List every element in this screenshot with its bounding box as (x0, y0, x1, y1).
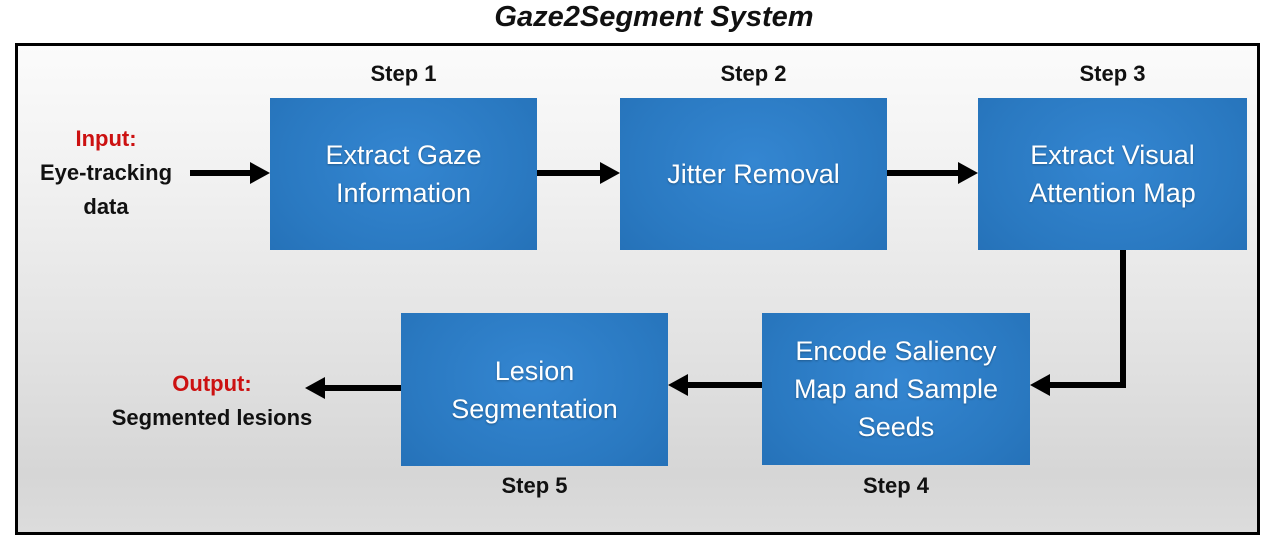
arrow-line (190, 170, 252, 176)
arrow-head-right-icon (600, 162, 620, 184)
step-2-label: Step 2 (720, 61, 787, 86)
step-1-box: Extract Gaze Information (270, 98, 537, 250)
step-3-box: Extract Visual Attention Map (978, 98, 1247, 250)
diagram-title: Gaze2Segment System (494, 1, 814, 33)
step-4-box: Encode Saliency Map and Sample Seeds (762, 313, 1030, 465)
arrow-line (537, 170, 601, 176)
arrow-line (1050, 382, 1126, 388)
output-heading: Output: (172, 371, 252, 396)
arrow-line (687, 382, 762, 388)
arrow-head-right-icon (958, 162, 978, 184)
arrow-head-left-icon (1030, 374, 1050, 396)
step-5-box: Lesion Segmentation (401, 313, 668, 466)
arrow-head-right-icon (250, 162, 270, 184)
step-5-label: Step 5 (501, 473, 568, 498)
arrow-head-left-icon (305, 377, 325, 399)
step-4-label: Step 4 (862, 473, 930, 498)
output-label: Output: Segmented lesions (88, 367, 336, 435)
input-label: Input: Eye-tracking data (20, 122, 192, 224)
input-text: Eye-tracking data (39, 160, 173, 219)
arrow-head-left-icon (668, 374, 688, 396)
arrow-vertical-line (1120, 250, 1126, 388)
step-2-box: Jitter Removal (620, 98, 887, 250)
step-3-label: Step 3 (1079, 61, 1146, 86)
arrow-line (887, 170, 959, 176)
output-text: Segmented lesions (111, 405, 313, 430)
arrow-line (324, 385, 401, 391)
input-heading: Input: (75, 126, 137, 151)
step-1-label: Step 1 (370, 61, 437, 86)
